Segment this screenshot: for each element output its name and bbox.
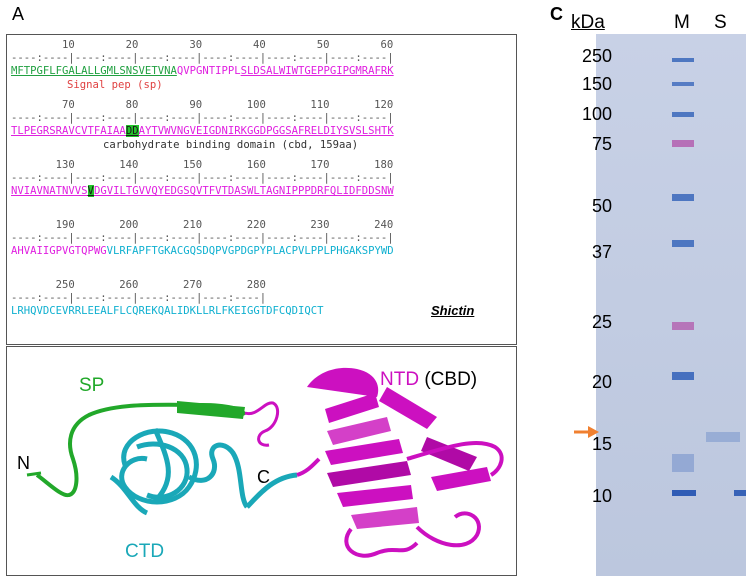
position-number: 280 bbox=[246, 279, 266, 291]
sequence-line: MFTPGFLFGALALLGMLSNSVETVNAQVPGNTIPPLSLDS… bbox=[11, 65, 394, 78]
sequence-segment: NVIAVNATNVVS bbox=[11, 185, 88, 197]
protein-name-label: Shictin bbox=[431, 303, 475, 318]
arrow-icon bbox=[574, 426, 599, 438]
linker-coil bbox=[244, 401, 280, 447]
marker-band-37 bbox=[672, 240, 694, 247]
lane-label-m: M bbox=[674, 12, 690, 33]
position-number: 50 bbox=[316, 39, 330, 51]
sequence-segment: V bbox=[87, 185, 94, 197]
cbd-label: (CBD) bbox=[424, 369, 478, 390]
panel-label-a: A bbox=[12, 4, 25, 24]
ntd-domain bbox=[296, 367, 504, 558]
panel-label-c: C bbox=[550, 4, 563, 24]
ntd-cbd-label: NTD (CBD) bbox=[380, 369, 477, 391]
kda-marker-label: 100 bbox=[581, 104, 612, 124]
kda-marker-label: 250 bbox=[581, 46, 612, 66]
position-number: 140 bbox=[119, 159, 139, 171]
sequence-segment: TLPEGRSRAVCVTFAIAA bbox=[11, 125, 126, 137]
sequence-ruler: ----:----|----:----|----:----|----:----|… bbox=[11, 52, 394, 64]
sequence-segment: VLRFAPFTGKACGQSDQPVGPDGPYPLACPVLPPLPHGAK… bbox=[106, 245, 394, 257]
marker-band-150 bbox=[672, 82, 694, 86]
sequence-segment: DGVILTGVVQYEDGSQVTFVTDASWLTAGNIPPPDRFQLI… bbox=[93, 185, 394, 197]
position-number: 190 bbox=[55, 219, 75, 231]
kda-marker-label: 75 bbox=[591, 134, 612, 154]
kda-marker-label: 50 bbox=[591, 196, 612, 216]
n-terminus-label: N bbox=[17, 453, 30, 473]
position-number: 180 bbox=[374, 159, 394, 171]
position-number: 30 bbox=[189, 39, 203, 51]
lane-label-s: S bbox=[714, 12, 727, 33]
kda-marker-label: 15 bbox=[591, 434, 612, 454]
kda-marker-label: 10 bbox=[591, 486, 612, 506]
sequence-line: NVIAVNATNVVSVDGVILTGVVQYEDGSQVTFVTDASWLT… bbox=[11, 185, 394, 198]
position-number: 70 bbox=[61, 99, 75, 111]
marker-band-15 bbox=[672, 454, 694, 472]
position-number: 160 bbox=[246, 159, 266, 171]
sequence-segment: SLDSALWIWTGEPPGIPGMRAFRK bbox=[240, 65, 394, 77]
position-number: 200 bbox=[119, 219, 139, 231]
ctd-domain bbox=[109, 428, 298, 516]
structure-panel: SP NTD (CBD) N C CTD bbox=[6, 346, 517, 576]
sequence-ruler: ----:----|----:----|----:----|----:----|… bbox=[11, 172, 394, 184]
sequence-segment: AYTVWVNGVEIGDNIRKGGDPGGSAFRELDIYSVSLSHTK bbox=[138, 125, 394, 137]
marker-band-50 bbox=[672, 194, 694, 201]
marker-band-10 bbox=[672, 490, 696, 496]
marker-band-250 bbox=[672, 58, 694, 62]
c-terminus-label: C bbox=[257, 467, 270, 487]
position-number: 60 bbox=[380, 39, 394, 51]
sequence-segment: LRHQVDCEVRRLEEALFLCQREKQALIDKLLRLFKEIGGT… bbox=[11, 305, 324, 317]
position-number: 150 bbox=[182, 159, 203, 171]
sequence-ruler: ----:----|----:----|----:----|----:----| bbox=[11, 292, 267, 304]
position-number: 10 bbox=[61, 39, 75, 51]
sequence-segment: MFTPGFLFGALALLGMLSNSVETVNA bbox=[11, 65, 177, 77]
gel-bands bbox=[596, 34, 746, 576]
signal-peptide-sheet bbox=[177, 401, 245, 419]
sample-band-low bbox=[734, 490, 746, 496]
sequence-segment: QVPGNTIPPL bbox=[176, 65, 241, 77]
position-number: 270 bbox=[182, 279, 203, 291]
marker-band-20 bbox=[672, 372, 694, 380]
position-number: 100 bbox=[246, 99, 266, 111]
position-number: 250 bbox=[55, 279, 75, 291]
position-number: 40 bbox=[253, 39, 266, 51]
position-number: 260 bbox=[119, 279, 139, 291]
gel-image bbox=[596, 34, 746, 576]
ntd-label: NTD bbox=[380, 369, 420, 390]
ctd-label: CTD bbox=[125, 541, 165, 562]
sequence-ruler: ----:----|----:----|----:----|----:----|… bbox=[11, 232, 394, 244]
sequence-line: TLPEGRSRAVCVTFAIAADDAYTVWVNGVEIGDNIRKGGD… bbox=[11, 125, 394, 138]
marker-band-75 bbox=[672, 140, 694, 147]
sequence-segment: DD bbox=[125, 125, 139, 137]
position-number: 170 bbox=[310, 159, 330, 171]
position-number: 130 bbox=[55, 159, 75, 171]
n-terminus-stub bbox=[26, 471, 42, 477]
position-number: 20 bbox=[125, 39, 139, 51]
position-number: 240 bbox=[374, 219, 394, 231]
marker-band-25 bbox=[672, 322, 694, 330]
sequence-line: AHVAIIGPVGTQPWGVLRFAPFTGKACGQSDQPVGPDGPY… bbox=[11, 245, 394, 258]
sequence-segment: AHVAIIGPVGTQPWG bbox=[11, 245, 107, 257]
marker-band-100 bbox=[672, 112, 694, 117]
position-number: 90 bbox=[189, 99, 203, 111]
kda-marker-label: 20 bbox=[591, 372, 612, 392]
sequence-line: LRHQVDCEVRRLEEALFLCQREKQALIDKLLRLFKEIGGT… bbox=[11, 305, 324, 318]
kda-header: kDa bbox=[571, 12, 605, 33]
kda-marker-label: 150 bbox=[581, 74, 612, 94]
kda-marker-label: 25 bbox=[591, 312, 612, 332]
signal-peptide-annotation: Signal pep (sp) bbox=[67, 79, 163, 91]
kda-marker-label: 37 bbox=[591, 242, 612, 262]
cbd-annotation: carbohydrate binding domain (cbd, 159aa) bbox=[103, 139, 359, 151]
position-number: 120 bbox=[374, 99, 394, 111]
protein-structure-illustration bbox=[26, 367, 504, 558]
position-number: 80 bbox=[125, 99, 139, 111]
sp-label: SP bbox=[79, 375, 105, 396]
position-number: 230 bbox=[310, 219, 330, 231]
position-number: 210 bbox=[182, 219, 203, 231]
position-number: 110 bbox=[310, 99, 330, 111]
sample-band bbox=[706, 432, 740, 442]
position-number: 220 bbox=[246, 219, 266, 231]
sequence-ruler: ----:----|----:----|----:----|----:----|… bbox=[11, 112, 394, 124]
